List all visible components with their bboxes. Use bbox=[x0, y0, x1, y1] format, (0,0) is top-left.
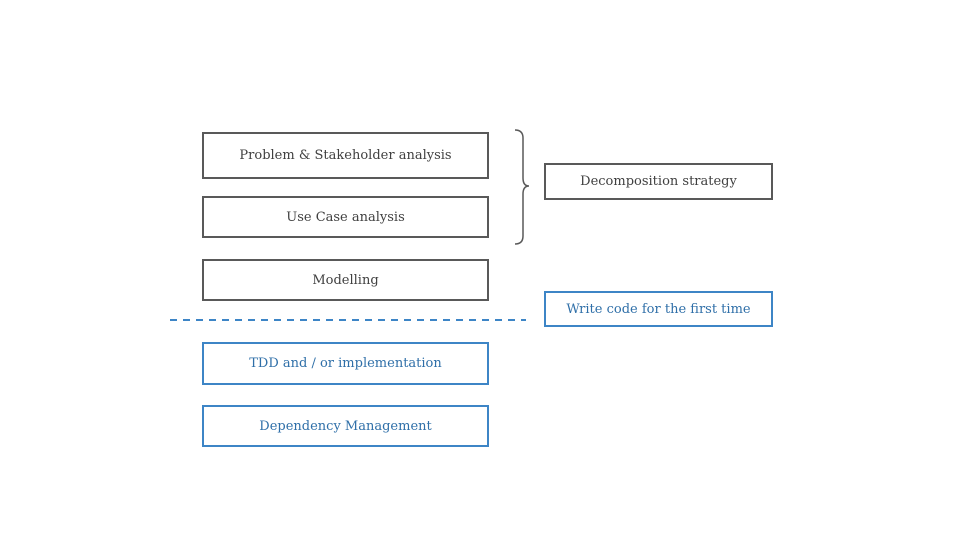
curly-brace bbox=[514, 129, 530, 245]
box-modelling: Modelling bbox=[202, 259, 489, 301]
box-decomposition-strategy: Decomposition strategy bbox=[544, 163, 773, 200]
box-problem-stakeholder-analysis: Problem & Stakeholder analysis bbox=[202, 132, 489, 179]
box-write-code-first-time: Write code for the first time bbox=[544, 291, 773, 327]
box-dependency-management: Dependency Management bbox=[202, 405, 489, 447]
box-use-case-analysis: Use Case analysis bbox=[202, 196, 489, 238]
box-tdd-implementation: TDD and / or implementation bbox=[202, 342, 489, 385]
